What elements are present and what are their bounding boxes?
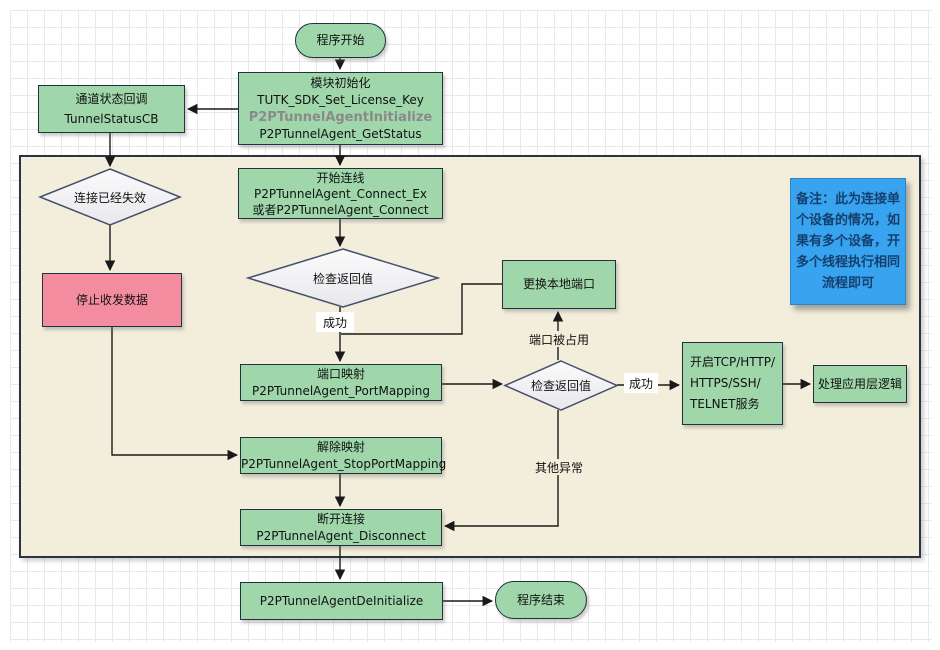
node-port-mapping: 端口映射 P2PTunnelAgent_PortMapping — [240, 364, 442, 401]
decision-label: 连接已经失效 — [73, 190, 146, 205]
node-line: P2PTunnelAgent_GetStatus — [259, 126, 422, 141]
node-label: 处理应用层逻辑 — [817, 376, 902, 391]
node-open-services: 开启TCP/HTTP/ HTTPS/SSH/ TELNET服务 — [682, 342, 783, 425]
diamond-shape — [40, 169, 180, 225]
decision-check-return-1: 检查返回值 — [248, 249, 438, 307]
note-text: 备注：此为连接单个设备的情况，如果有多个设备，开多个线程执行相同流程即可 — [795, 192, 900, 291]
node-line: P2PTunnelAgent_Connect_Ex — [254, 186, 427, 201]
node-change-local-port: 更换本地端口 — [502, 260, 616, 309]
node-line: P2PTunnelAgent_StopPortMapping — [241, 456, 447, 471]
node-module-init: 模块初始化 TUTK_SDK_Set_License_Key P2PTunnel… — [238, 72, 443, 145]
edge-label-success-1: 成功 — [316, 312, 354, 332]
node-line: TELNET服务 — [690, 397, 760, 411]
node-disconnect: 断开连接 P2PTunnelAgent_Disconnect — [240, 509, 442, 546]
node-line-highlight: P2PTunnelAgentInitialize — [248, 109, 433, 125]
node-label: P2PTunnelAgentDeInitialize — [259, 593, 424, 608]
node-line: 通道状态回调 — [75, 92, 148, 106]
node-line: 断开连接 — [316, 511, 365, 526]
decision-label: 检查返回值 — [312, 271, 373, 286]
diamond-shape — [505, 361, 617, 410]
node-line: TunnelStatusCB — [64, 112, 159, 126]
decision-connection-invalid: 连接已经失效 — [40, 169, 180, 225]
node-line: 或者P2PTunnelAgent_Connect — [252, 202, 429, 217]
decision-check-return-2: 检查返回值 — [505, 361, 617, 410]
node-line: 模块初始化 — [310, 75, 371, 90]
node-app-layer-logic: 处理应用层逻辑 — [813, 365, 907, 403]
node-label: 更换本地端口 — [522, 277, 595, 291]
node-stop-transfer: 停止收发数据 — [42, 273, 182, 327]
edge-label-other-error: 其他异常 — [531, 459, 587, 475]
node-line: HTTPS/SSH/ — [690, 376, 761, 390]
node-line: 开始连线 — [316, 170, 365, 185]
node-start-connect: 开始连线 P2PTunnelAgent_Connect_Ex 或者P2PTunn… — [238, 168, 443, 219]
diamond-shape — [248, 249, 438, 307]
node-line: 解除映射 — [316, 439, 365, 454]
node-deinitialize: P2PTunnelAgentDeInitialize — [240, 582, 443, 620]
node-label: 程序开始 — [316, 33, 365, 47]
node-line: 开启TCP/HTTP/ — [690, 355, 776, 369]
node-stop-port-mapping: 解除映射 P2PTunnelAgent_StopPortMapping — [240, 437, 447, 474]
node-program-end: 程序结束 — [495, 581, 587, 619]
decision-label: 检查返回值 — [530, 379, 591, 393]
node-tunnel-status-callback: 通道状态回调 TunnelStatusCB — [38, 85, 185, 133]
edge-label-success-2: 成功 — [624, 373, 658, 393]
node-line: 端口映射 — [316, 366, 365, 381]
edge-label-port-occupied: 端口被占用 — [523, 331, 595, 347]
node-label: 程序结束 — [516, 592, 565, 607]
node-line: TUTK_SDK_Set_License_Key — [257, 92, 424, 107]
node-line: P2PTunnelAgent_PortMapping — [252, 383, 430, 398]
node-program-start: 程序开始 — [295, 23, 386, 58]
note-box: 备注：此为连接单个设备的情况，如果有多个设备，开多个线程执行相同流程即可 — [790, 178, 906, 305]
node-label: 停止收发数据 — [75, 292, 148, 307]
node-line: P2PTunnelAgent_Disconnect — [256, 528, 426, 543]
